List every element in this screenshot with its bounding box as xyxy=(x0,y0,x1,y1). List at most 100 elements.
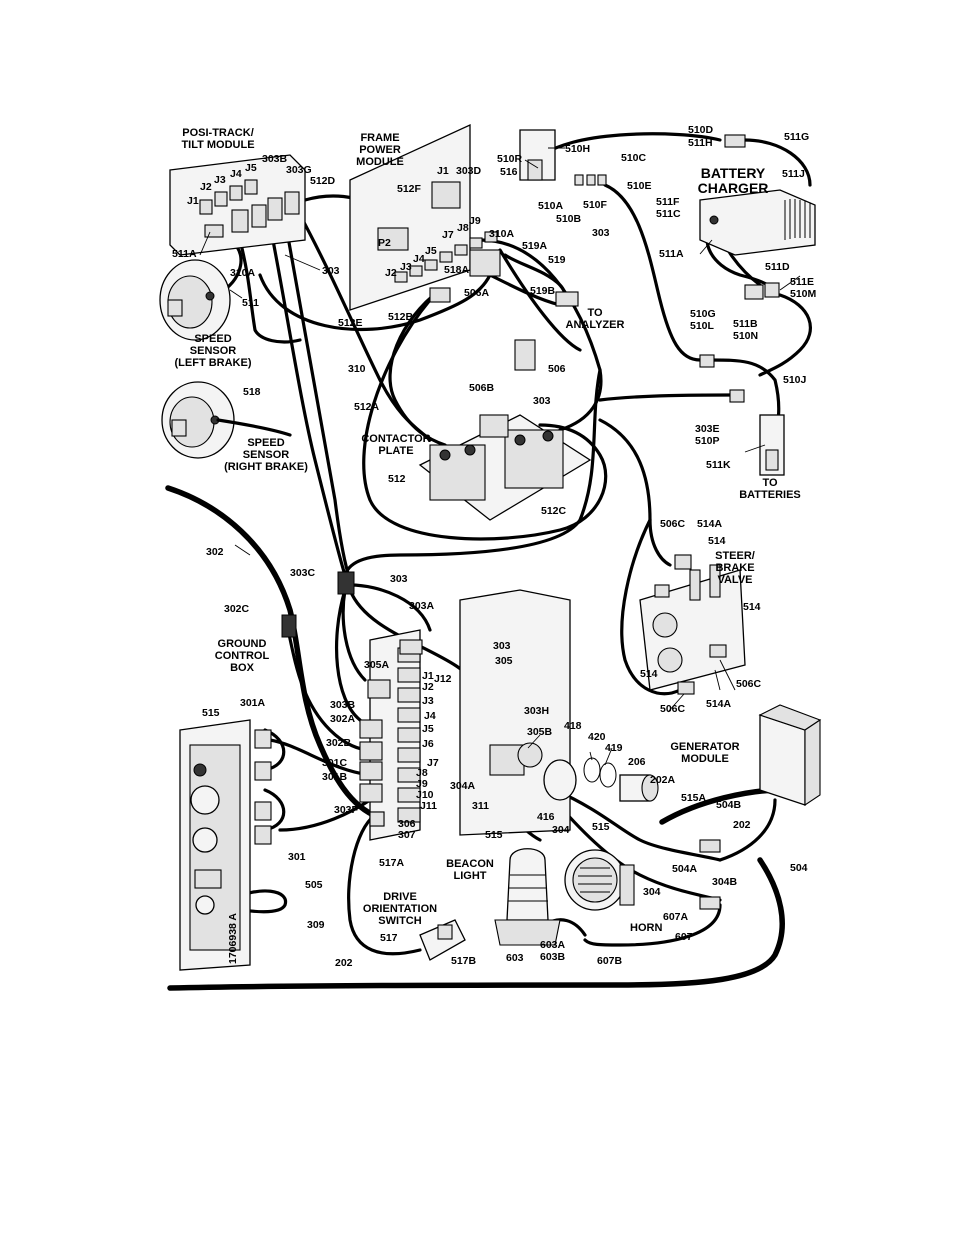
title-beacon-2: LIGHT xyxy=(454,870,487,882)
callout-303e: 303E xyxy=(695,423,720,435)
callout-506c-right: 506C xyxy=(736,678,762,690)
title-battery-2: CHARGER xyxy=(698,180,769,196)
callout-303-mid: 303 xyxy=(592,227,610,239)
callout-303c: 303C xyxy=(290,567,316,579)
posi-track-tilt-module xyxy=(169,154,306,256)
callout-j2: J2 xyxy=(422,681,434,693)
callout-511b: 511B xyxy=(733,318,758,330)
callout-512a: 512A xyxy=(354,401,380,413)
callout-510d: 510D xyxy=(688,124,714,136)
callout-j9: J9 xyxy=(416,778,428,790)
callout-517a: 517A xyxy=(379,857,405,869)
callout-311: 311 xyxy=(472,800,489,812)
callout-510f: 510F xyxy=(583,199,608,211)
callout-j1-pt: J1 xyxy=(187,195,199,207)
callout-515-gc: 515 xyxy=(202,707,220,719)
battery-charger xyxy=(699,134,816,300)
title-speed-left-1: SPEED xyxy=(194,333,231,345)
title-frame-power-2: POWER xyxy=(359,144,401,156)
title-speed-right-2: SENSOR xyxy=(243,449,290,461)
callout-420: 420 xyxy=(588,731,606,743)
title-frame-power-3: MODULE xyxy=(356,156,404,168)
callout-j11: J11 xyxy=(420,800,437,812)
callout-j4-pt: J4 xyxy=(230,168,242,180)
callout-511g: 511G xyxy=(784,131,809,143)
module-titles: POSI-TRACK/ TILT MODULE FRAME POWER MODU… xyxy=(175,127,801,964)
callout-j2-fp: J2 xyxy=(385,267,397,279)
callout-511c: 511C xyxy=(656,208,681,220)
beacon-light xyxy=(494,848,561,946)
callout-504a: 504A xyxy=(672,863,698,875)
callout-j5: J5 xyxy=(422,723,434,735)
title-analyzer-2: ANALYZER xyxy=(566,319,625,331)
callout-607: 607 xyxy=(675,931,693,943)
callout-302b: 302B xyxy=(326,737,352,749)
callout-504b: 504B xyxy=(716,799,742,811)
callout-511: 511 xyxy=(242,297,259,309)
callout-515-b: 515 xyxy=(592,821,610,833)
callout-202a: 202A xyxy=(650,774,676,786)
callout-511h: 511H xyxy=(688,137,713,149)
title-steer-3: VALVE xyxy=(717,574,752,586)
connector-plug-parts xyxy=(543,757,659,802)
title-batteries-2: BATTERIES xyxy=(739,489,801,501)
title-posi-track-2: TILT MODULE xyxy=(181,139,254,151)
callout-310a-b: 310A xyxy=(489,228,515,240)
callout-510j: 510J xyxy=(783,374,807,386)
title-contactor-1: CONTACTOR xyxy=(361,433,430,445)
title-gcb-3: BOX xyxy=(230,662,255,674)
callout-510l: 510L xyxy=(690,320,715,332)
callout-607a: 607A xyxy=(663,911,689,923)
speed-sensor-left xyxy=(159,259,231,341)
callout-302a: 302A xyxy=(330,713,356,725)
callout-517: 517 xyxy=(380,932,398,944)
callout-418: 418 xyxy=(564,720,582,732)
title-posi-track-1: POSI-TRACK/ xyxy=(182,127,254,139)
callout-510m: 510M xyxy=(790,288,817,300)
callout-j3: J3 xyxy=(422,695,434,707)
callout-202-b: 202 xyxy=(335,957,353,969)
to-batteries-terminal xyxy=(699,354,785,476)
callout-512b: 512B xyxy=(388,311,414,323)
callout-301b: 301B xyxy=(322,771,348,783)
title-steer-1: STEER/ xyxy=(715,550,755,562)
callout-510n: 510N xyxy=(733,330,758,342)
callout-301c: 301C xyxy=(322,757,348,769)
callout-303b-top: 303B xyxy=(262,153,288,165)
callout-519b: 519B xyxy=(530,285,556,297)
callout-506: 506 xyxy=(548,363,566,375)
title-batteries-1: TO xyxy=(762,477,778,489)
callout-512d: 512D xyxy=(310,175,336,187)
callout-506b: 506B xyxy=(469,382,495,394)
grommet-303c xyxy=(281,571,355,638)
callout-514a-top: 514A xyxy=(697,518,723,530)
title-gcb-1: GROUND xyxy=(218,638,267,650)
callout-j6: J6 xyxy=(422,738,434,750)
callout-512e: 512E xyxy=(338,317,363,329)
callout-515a: 515A xyxy=(681,792,707,804)
callout-518: 518 xyxy=(243,386,261,398)
callout-303-cp: 303 xyxy=(533,395,551,407)
callout-303d: 303D xyxy=(456,165,482,177)
callout-306: 306 xyxy=(398,818,416,830)
callout-511e: 511E xyxy=(790,276,814,288)
callout-514-bottom: 514 xyxy=(640,668,658,680)
title-speed-left-3: (LEFT BRAKE) xyxy=(175,357,252,369)
callout-603: 603 xyxy=(506,952,524,964)
callout-304a: 304A xyxy=(450,780,476,792)
callout-j7-fp: J7 xyxy=(442,229,454,241)
callout-519a: 519A xyxy=(522,240,548,252)
frame-power-module xyxy=(349,123,501,311)
callout-305: 305 xyxy=(495,655,513,667)
callout-j8-fp: J8 xyxy=(457,222,469,234)
callout-303a: 303A xyxy=(409,600,435,612)
callout-511k: 511K xyxy=(706,459,731,471)
callout-305b: 305B xyxy=(527,726,553,738)
callout-310: 310 xyxy=(348,363,366,375)
callout-512f: 512F xyxy=(397,183,422,195)
callout-518a: 518A xyxy=(444,264,470,276)
callout-511a: 511A xyxy=(172,248,197,260)
callout-307: 307 xyxy=(398,829,416,841)
ground-control-box-panel xyxy=(179,719,272,971)
